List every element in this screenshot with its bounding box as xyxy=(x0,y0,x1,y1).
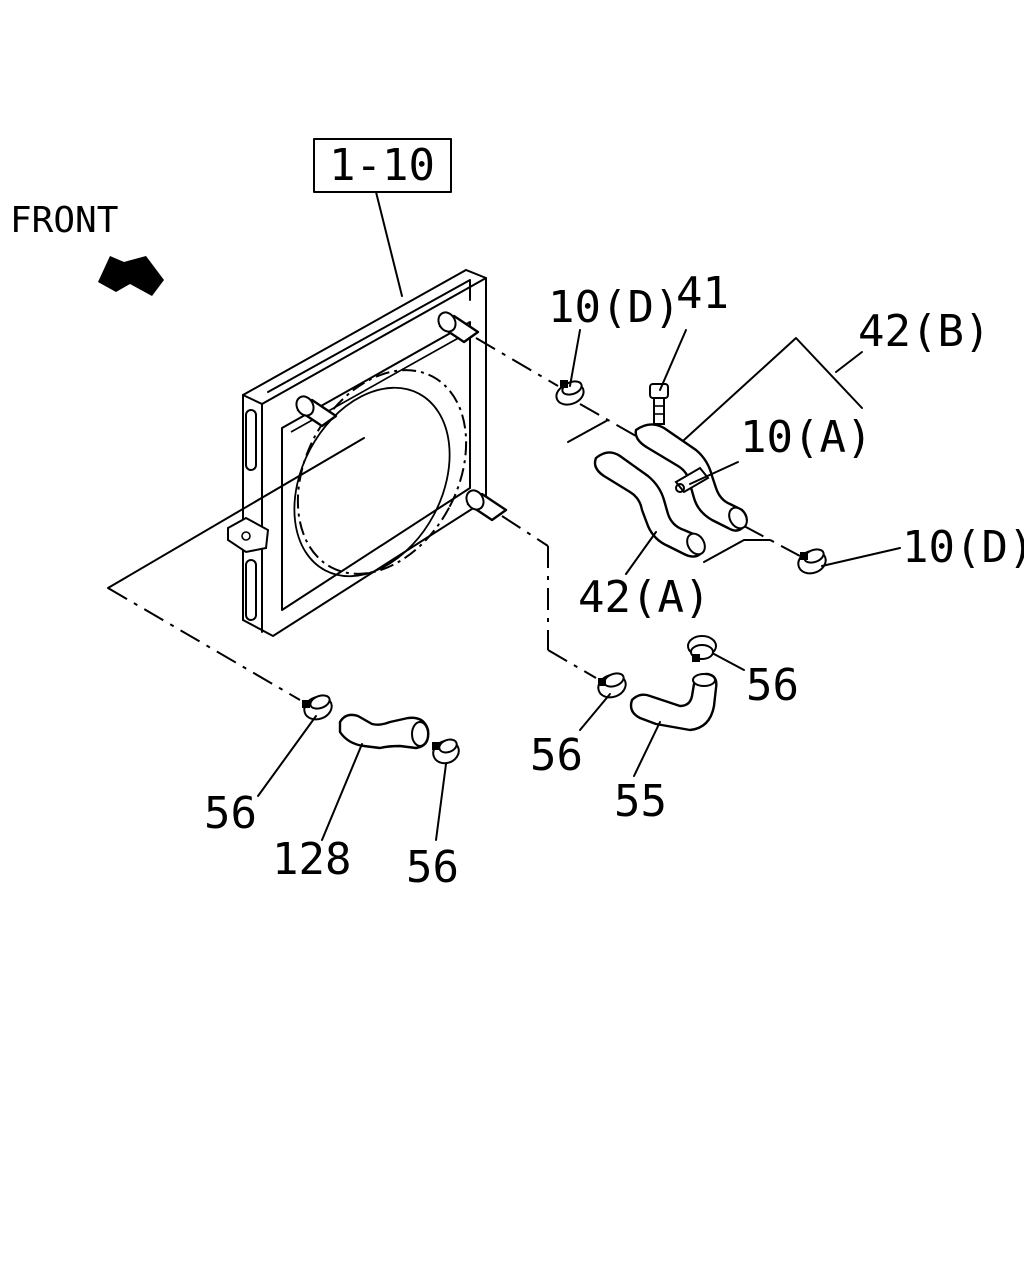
group-line-b xyxy=(703,539,771,563)
clamp-10d-top xyxy=(555,380,585,406)
callout-42a: 42(A) xyxy=(578,572,710,623)
clamp-10d-right xyxy=(797,548,827,575)
callout-10d-top: 10(D) xyxy=(548,282,680,333)
leader-42b-tail xyxy=(835,351,863,373)
bracket-line-left xyxy=(107,437,365,589)
front-label: FRONT xyxy=(10,200,118,241)
reference-box: 1-10 xyxy=(313,138,452,193)
callout-41: 41 xyxy=(676,268,729,319)
clamp-56-right xyxy=(687,635,717,662)
clamp-56-mid xyxy=(597,672,627,699)
callout-55: 55 xyxy=(614,776,667,827)
group-line-a xyxy=(567,419,609,443)
hose-55 xyxy=(629,672,718,732)
radiator-pipe-bottom xyxy=(465,489,508,522)
callout-56-left: 56 xyxy=(204,788,257,839)
reference-leader xyxy=(375,191,403,297)
radiator-assembly xyxy=(227,268,508,638)
clamp-56-bottom xyxy=(432,738,460,765)
radiator-pipe-left xyxy=(295,395,338,428)
callout-leaders xyxy=(257,329,901,841)
front-arrow-icon xyxy=(98,256,164,296)
callout-42b: 42(B) xyxy=(858,306,990,357)
callout-56-right: 56 xyxy=(746,660,799,711)
callout-56-mid: 56 xyxy=(530,730,583,781)
clamp-10a xyxy=(674,466,710,494)
hose-128 xyxy=(338,713,430,750)
connection-lines xyxy=(107,337,801,701)
reference-box-label: 1-10 xyxy=(329,140,435,191)
hose-42a xyxy=(593,451,706,558)
bolt-41 xyxy=(649,383,669,425)
callout-128: 128 xyxy=(272,834,351,885)
callout-10a: 10(A) xyxy=(740,412,872,463)
callout-56-bottom: 56 xyxy=(406,842,459,893)
clamp-56-left xyxy=(302,694,333,721)
radiator-pipe-top xyxy=(437,311,480,344)
callout-10d-right: 10(D) xyxy=(902,522,1024,573)
leader-42b xyxy=(683,337,863,441)
